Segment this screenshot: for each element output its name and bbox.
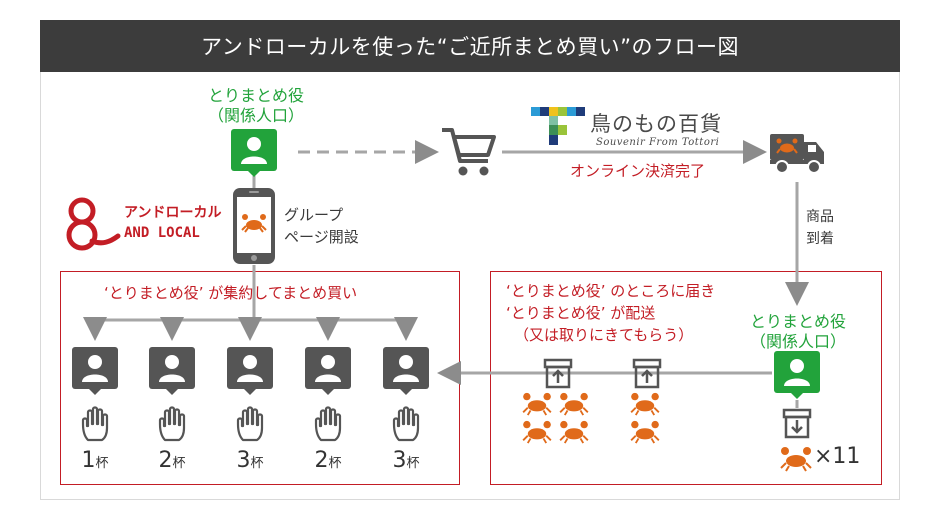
store-name: 鳥のもの百貨 <box>590 112 722 136</box>
member-item: 3杯 <box>376 346 436 473</box>
count-value: 3 <box>392 448 407 473</box>
user-icon <box>72 347 118 395</box>
user-icon <box>231 129 277 177</box>
crab-icon <box>630 392 660 416</box>
payment-complete-label: オンライン決済完了 <box>570 162 706 180</box>
crab-multiplier: ×11 <box>814 444 861 469</box>
box-icon <box>632 358 662 389</box>
box-icon <box>782 408 812 439</box>
arrival-label: 商品 到着 <box>806 209 834 247</box>
hand-icon <box>392 406 420 442</box>
count-unit: 杯 <box>172 456 186 471</box>
cart-icon <box>442 128 496 176</box>
member-item: 3杯 <box>220 346 280 473</box>
crab-icon <box>776 138 798 154</box>
page-title: アンドローカルを使った“ご近所まとめ買い”のフロー図 <box>40 20 900 72</box>
organizer-right-label: とりまとめ役 （関係人口） <box>749 312 846 351</box>
count-value: 1 <box>81 448 96 473</box>
crab-icon <box>559 420 589 444</box>
hand-icon <box>314 406 342 442</box>
box-icon <box>543 358 573 389</box>
user-icon <box>305 347 351 395</box>
crab-icon <box>241 214 267 233</box>
count-value: 2 <box>158 448 173 473</box>
count-value: 3 <box>236 448 251 473</box>
hand-icon <box>236 406 264 442</box>
crab-icon <box>559 392 589 416</box>
member-count: 2杯 <box>298 448 358 473</box>
user-icon <box>149 347 195 395</box>
count-unit: 杯 <box>250 456 264 471</box>
store-subtitle: Souvenir From Tottori <box>596 137 720 148</box>
delivery-box <box>490 271 882 485</box>
user-icon <box>774 351 820 399</box>
member-count: 3杯 <box>376 448 436 473</box>
bulk-buy-caption: ‘とりまとめ役’ が集約してまとめ買い <box>104 284 358 302</box>
member-item: 1杯 <box>65 346 125 473</box>
count-unit: 杯 <box>406 456 420 471</box>
user-icon <box>227 347 273 395</box>
crab-icon <box>630 420 660 444</box>
crab-icon <box>780 447 812 472</box>
smartphone-icon <box>233 188 275 264</box>
user-icon <box>383 347 429 395</box>
member-count: 1杯 <box>65 448 125 473</box>
delivery-caption: ‘とりまとめ役’ のところに届き ‘とりまとめ役’ が配送 （又は取りにきてもら… <box>506 282 716 344</box>
organizer-top-label: とりまとめ役 （関係人口） <box>207 86 304 125</box>
member-count: 2杯 <box>142 448 202 473</box>
and-local-logo-text: アンドローカル AND LOCAL <box>124 205 222 241</box>
store-logo-icon <box>531 107 585 145</box>
member-item: 2杯 <box>298 346 358 473</box>
count-unit: 杯 <box>328 456 342 471</box>
hand-icon <box>81 406 109 442</box>
crab-icon <box>522 420 552 444</box>
truck-icon <box>770 134 824 174</box>
group-page-label: グループ ページ開設 <box>284 206 359 246</box>
member-count: 3杯 <box>220 448 280 473</box>
count-unit: 杯 <box>95 456 109 471</box>
and-local-logo-icon <box>66 197 121 251</box>
count-value: 2 <box>314 448 329 473</box>
crab-icon <box>522 392 552 416</box>
hand-icon <box>158 406 186 442</box>
member-item: 2杯 <box>142 346 202 473</box>
